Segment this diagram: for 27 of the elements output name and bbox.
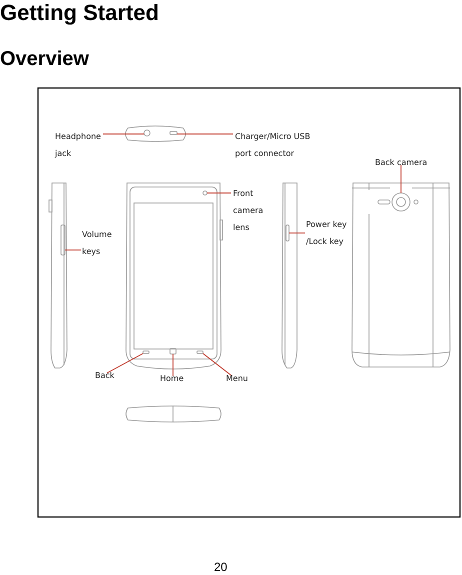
leader-line [288, 232, 306, 234]
callout-label: Charger/Micro USB port connector [235, 132, 310, 158]
callout-label: Back camera [375, 158, 428, 167]
leader-line [206, 192, 232, 194]
home-key-icon [170, 348, 176, 354]
callout-label: Home [160, 374, 184, 383]
callout-label: Back [95, 371, 114, 380]
callout-label: Power key /Lock key [306, 220, 347, 246]
callout-label: Headphone jack [55, 132, 101, 158]
power-key-icon [286, 224, 290, 242]
leader-line [172, 354, 174, 376]
page-heading: Getting Started [0, 0, 159, 26]
leader-line [202, 353, 232, 376]
usb-port-icon [170, 131, 178, 135]
leader-line [106, 353, 144, 374]
menu-key-icon [196, 350, 204, 354]
front-camera-icon [202, 190, 208, 196]
callout-label: Volume keys [82, 230, 112, 256]
callout-label: Menu [226, 374, 248, 383]
page-number: 20 [214, 560, 228, 574]
headphone-jack-icon [144, 130, 150, 136]
back-key-icon [142, 350, 150, 354]
callout-label: Front camera lens [233, 189, 264, 232]
volume-key-icon [60, 224, 66, 256]
back-camera-lens-icon [392, 192, 410, 212]
section-heading: Overview [0, 48, 89, 71]
leader-line [400, 164, 402, 194]
